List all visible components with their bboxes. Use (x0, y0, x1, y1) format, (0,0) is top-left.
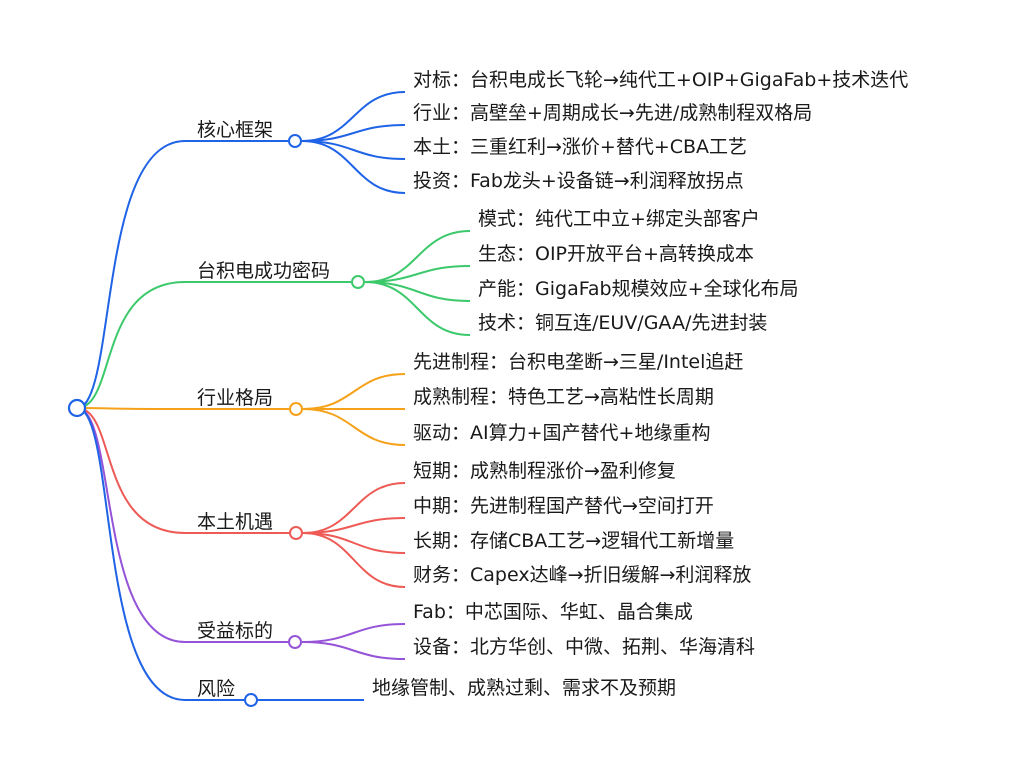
child-label: 先进制程：台积电垄断→三星/Intel追赶 (413, 351, 743, 373)
branch-edge (76, 140, 186, 409)
edges-layer (76, 91, 471, 701)
branch-label: 受益标的 (197, 620, 273, 642)
child-edge (302, 532, 406, 588)
branch-edge (76, 407, 186, 410)
child-edge (302, 532, 406, 554)
child-label: 成熟制程：特色工艺→高粘性长周期 (413, 386, 714, 408)
child-label: 行业：高壁垒+周期成长→先进/成熟制程双格局 (413, 102, 812, 124)
child-label: 生态：OIP开放平台+高转换成本 (478, 243, 754, 265)
child-edge (301, 623, 406, 643)
child-edge (301, 91, 406, 142)
child-label: 产能：GigaFab规模效应+全球化布局 (478, 278, 799, 300)
branch-node-circle (289, 526, 303, 540)
branch-edge (76, 281, 186, 409)
child-edge (302, 517, 406, 534)
child-edge (364, 281, 471, 336)
child-label: Fab：中芯国际、华虹、晶合集成 (413, 601, 693, 623)
child-label: 地缘管制、成熟过剩、需求不及预期 (372, 677, 676, 699)
child-edge (301, 140, 406, 194)
child-edge (302, 373, 406, 410)
branch-edge (76, 407, 186, 643)
child-label: 长期：存储CBA工艺→逻辑代工新增量 (413, 530, 734, 552)
child-label: 对标：台积电成长飞轮→纯代工+OIP+GigaFab+技术迭代 (413, 69, 908, 91)
branch-node-circle (289, 402, 303, 416)
child-edge (364, 265, 471, 283)
child-edge (364, 281, 471, 302)
child-label: 投资：Fab龙头+设备链→利润释放拐点 (413, 170, 744, 192)
child-label: 中期：先进制程国产替代→空间打开 (413, 495, 714, 517)
branch-node-circle (244, 693, 258, 707)
branch-edge (76, 407, 186, 701)
child-edge (301, 641, 406, 660)
child-edge (302, 408, 406, 446)
branch-node-circle (288, 134, 302, 148)
root-node-circle (67, 398, 87, 418)
child-label: 财务：Capex达峰→折旧缓解→利润释放 (413, 564, 751, 586)
branch-label: 台积电成功密码 (197, 260, 330, 282)
child-edge (302, 482, 406, 534)
branch-node-circle (351, 275, 365, 289)
child-label: 驱动：AI算力+国产替代+地缘重构 (413, 422, 710, 444)
branch-node-circle (288, 635, 302, 649)
branch-label: 本土机遇 (197, 511, 273, 533)
child-label: 模式：纯代工中立+绑定头部客户 (478, 208, 760, 230)
child-label: 技术：铜互连/EUV/GAA/先进封装 (478, 312, 767, 334)
branch-edge (76, 407, 186, 534)
nodes-layer: 核心框架 对标：台积电成长飞轮→纯代工+OIP+GigaFab+技术迭代行业：高壁… (67, 69, 908, 707)
child-label: 设备：北方华创、中微、拓荆、华海清科 (413, 636, 755, 658)
child-edge (301, 124, 406, 142)
child-label: 本土：三重红利→涨价+替代+CBA工艺 (413, 136, 747, 158)
branch-label: 核心框架 (197, 119, 273, 141)
branch-label: 风险 (197, 678, 235, 700)
child-label: 短期：成熟制程涨价→盈利修复 (413, 460, 676, 482)
branch-label: 行业格局 (197, 387, 273, 409)
child-edge (364, 230, 471, 283)
